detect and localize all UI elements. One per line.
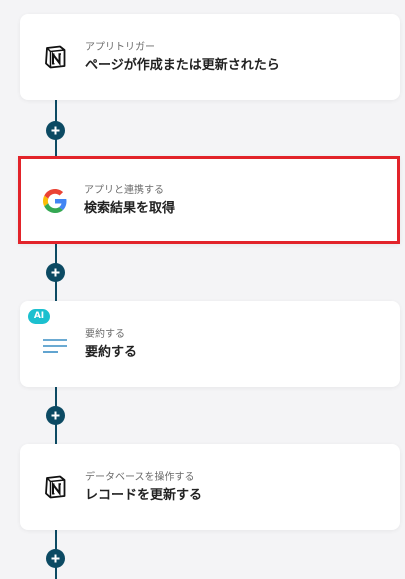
step-subtitle: データベースを操作する	[85, 472, 195, 483]
step-title: 要約する	[85, 345, 138, 360]
add-step-button[interactable]	[46, 263, 65, 282]
flow-step-card-summarize[interactable]: 要約する 要約する	[20, 301, 400, 387]
ai-badge: AI	[28, 309, 50, 324]
plus-icon	[51, 411, 60, 420]
add-step-button[interactable]	[46, 406, 65, 425]
step-title: 検索結果を取得	[84, 201, 176, 216]
plus-icon	[51, 268, 60, 277]
notion-icon	[40, 42, 70, 72]
notion-icon	[40, 472, 70, 502]
step-title: ページが作成または更新されたら	[85, 58, 280, 73]
flow-step-card-trigger[interactable]: アプリトリガー ページが作成または更新されたら	[20, 14, 400, 100]
plus-icon	[51, 126, 60, 135]
step-title: レコードを更新する	[85, 488, 203, 503]
step-subtitle: アプリと連携する	[84, 185, 164, 196]
step-subtitle: アプリトリガー	[85, 42, 155, 53]
flow-step-card-database[interactable]: データベースを操作する レコードを更新する	[20, 444, 400, 530]
plus-icon	[51, 554, 60, 563]
add-step-button[interactable]	[46, 121, 65, 140]
google-icon	[40, 186, 70, 216]
add-step-button[interactable]	[46, 549, 65, 568]
flow-step-card-google[interactable]: アプリと連携する 検索結果を取得	[18, 156, 400, 244]
step-subtitle: 要約する	[85, 329, 125, 340]
summarize-lines-icon	[40, 331, 70, 361]
